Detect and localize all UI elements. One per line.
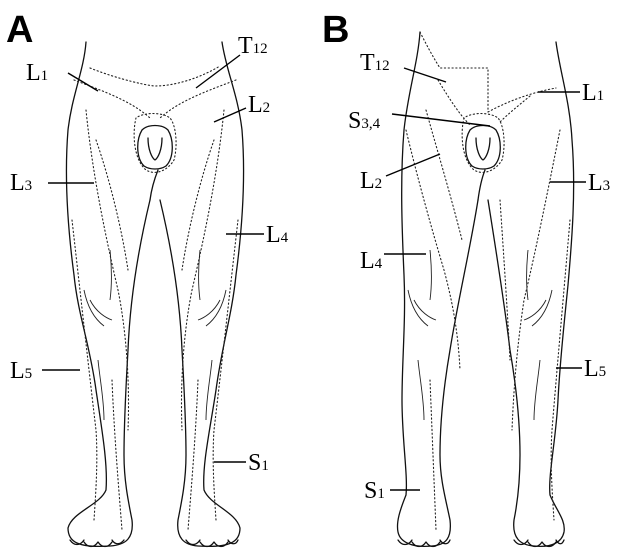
panel-b-label-s1: S1 [364,478,385,504]
panel-a-legs-outline [66,42,243,547]
panel-b-label-l2: L2 [360,168,382,194]
panel-a-l2-leader [214,108,246,122]
panel-a-label-l4: L4 [266,222,289,248]
panel-a-label-l5: L5 [10,358,32,384]
panel-b-letter: B [322,9,349,51]
panel-a-label-l3: L3 [10,170,32,196]
panel-a-label-s1: S1 [248,450,269,476]
panel-b-label-l3: L3 [588,170,610,196]
panel-b: B [322,9,610,547]
panel-b-label-l5: L5 [584,356,606,382]
panel-b-label-l4: L4 [360,248,383,274]
panel-a-t12-leader [196,55,240,88]
panel-b-label-t12: T12 [360,50,390,76]
panel-a-l1-leader [68,73,98,91]
panel-b-label-l1: L1 [582,80,604,106]
panel-a-label-l1: L1 [26,60,48,86]
panel-b-dermatome-boundaries [406,32,570,530]
panel-b-label-s34: S3,4 [348,108,381,134]
panel-a-dermatome-boundaries [72,66,238,530]
panel-b-legs-outline [397,32,573,547]
panel-a-letter: A [6,9,33,51]
panel-a: A [6,9,289,547]
panel-b-s34-leader [392,114,490,126]
panel-a-label-l2: L2 [248,92,270,118]
panel-b-t12-leader [404,68,446,82]
panel-a-label-t12: T12 [238,33,268,59]
